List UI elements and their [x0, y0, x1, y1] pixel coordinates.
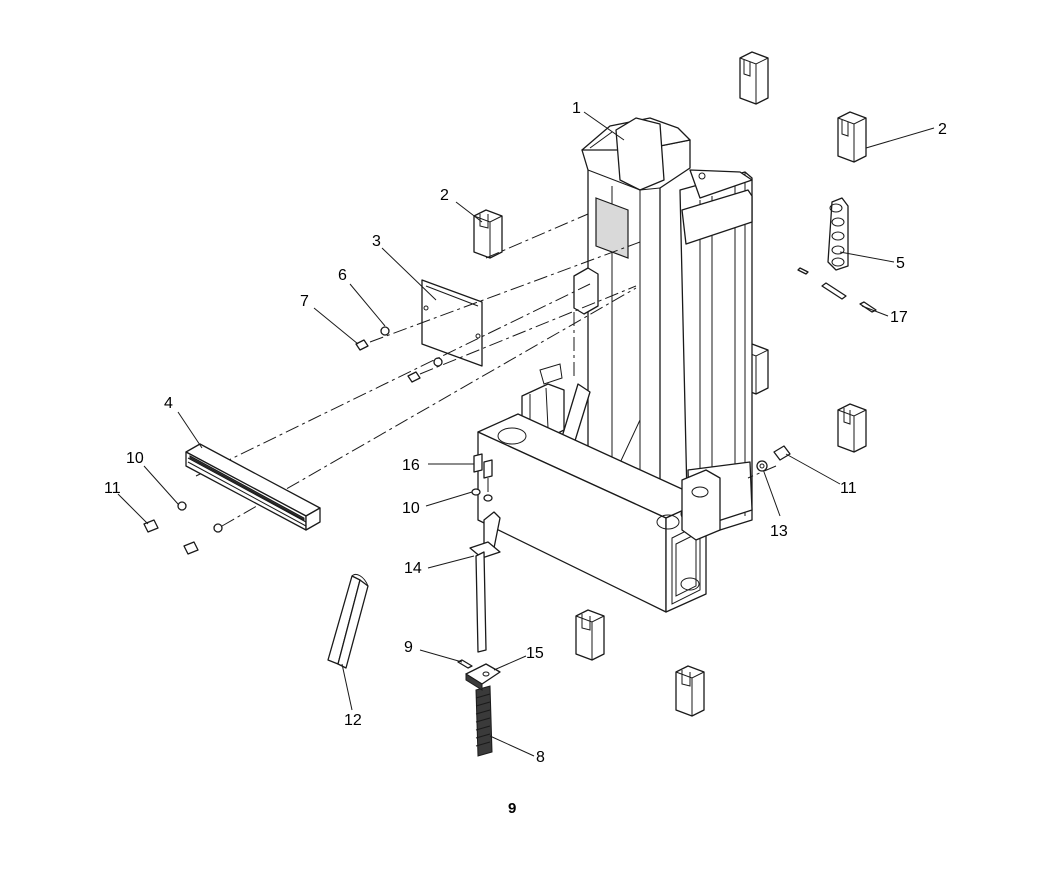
callout-3: 3	[372, 233, 381, 250]
right-bolt	[756, 445, 791, 472]
wear-pad-right	[837, 403, 867, 453]
callout-2-right: 2	[938, 121, 947, 138]
wear-pad-top-right-1	[739, 51, 769, 105]
wear-pad-bottom-center	[575, 609, 605, 661]
wear-pad-bottom-right	[675, 665, 705, 717]
screw	[355, 339, 421, 383]
wear-pad-top-right-2	[837, 111, 867, 163]
cover-plate	[421, 279, 483, 367]
callout-14: 14	[404, 560, 422, 577]
step-fasteners	[143, 501, 223, 555]
foot-pad	[327, 573, 369, 669]
spring	[475, 685, 493, 757]
callout-16: 16	[402, 457, 420, 474]
assembly-line-1	[485, 213, 589, 259]
callout-11-left: 11	[104, 480, 121, 497]
step-plate	[185, 443, 321, 531]
callout-5: 5	[896, 255, 905, 272]
chain-pin	[797, 267, 847, 300]
callout-10-center: 10	[402, 500, 420, 517]
callout-10-left: 10	[126, 450, 144, 467]
callout-8: 8	[536, 749, 545, 766]
lever-block	[465, 663, 501, 691]
figure-number: 9	[508, 800, 517, 817]
assembly-line-3	[419, 285, 637, 375]
callout-4: 4	[164, 395, 173, 412]
handle-bracket	[469, 511, 501, 653]
callout-11-right: 11	[840, 480, 857, 497]
chain-assembly	[827, 197, 849, 271]
callout-13: 13	[770, 523, 788, 540]
callout-1: 1	[572, 100, 581, 117]
mast-frame	[477, 117, 753, 613]
assembly-line-5	[221, 287, 637, 527]
assembly-line-4	[195, 283, 591, 477]
callout-2-left: 2	[440, 187, 449, 204]
assembly-line-2	[369, 241, 641, 343]
base-bolts	[471, 453, 493, 502]
callout-12: 12	[344, 712, 362, 729]
callout-6: 6	[338, 267, 347, 284]
callout-9: 9	[404, 639, 413, 656]
assembly-line-8	[747, 465, 777, 479]
callout-15: 15	[526, 645, 544, 662]
callout-17: 17	[890, 309, 908, 326]
wear-pad-left	[473, 209, 503, 259]
callout-7: 7	[300, 293, 309, 310]
leader-lines	[117, 111, 935, 757]
